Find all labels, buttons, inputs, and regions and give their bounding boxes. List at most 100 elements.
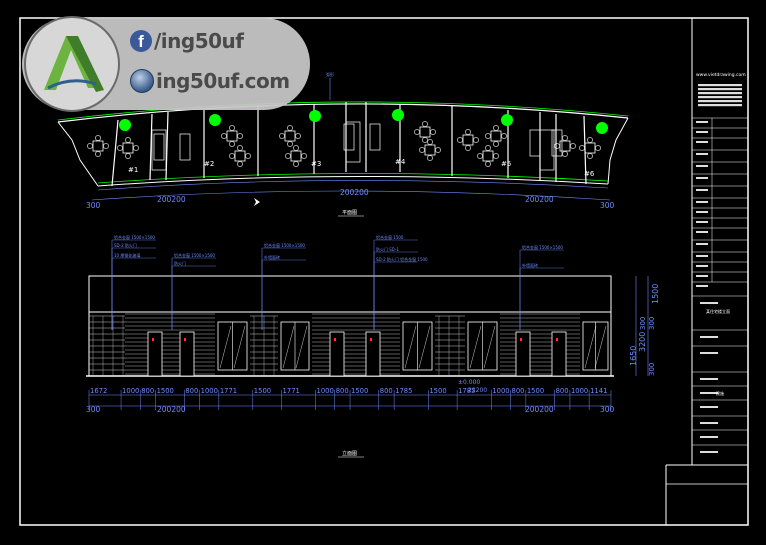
plan-table [424,144,436,156]
dim-label: 800 [556,387,569,395]
triangle-logo-icon [24,16,120,112]
plan-chair [562,135,568,141]
callout-text: 防火门 [174,260,186,266]
title-block-row-text [696,201,708,203]
plan-chair [229,141,235,147]
plan-top-note: 弧形 [326,71,334,77]
plan-table [226,130,238,142]
plan-chair [427,155,433,161]
watermark-facebook-line[interactable]: f /ing50uf [130,26,244,56]
plant-icon [209,114,221,126]
dim-label: 1500 [429,387,446,395]
plan-plants [119,109,608,134]
elev-right-dim: 300 [639,317,647,330]
dim-label: 1141 [590,387,607,395]
plan-desk [551,129,563,157]
elevation-title: 立面图 [342,450,357,457]
plan-room-tags: #1 #2 #3 #4 #5 #6 [128,158,595,178]
plan-chair [485,161,491,167]
plan-dimensions: 300 200200 200200 200200 300 [86,180,615,210]
title-block-row-text [696,265,708,267]
title-block-row-text [696,121,708,123]
elev-center-mark: ±0.000 [458,379,480,386]
plan-chair [293,145,299,151]
plan-door-frame [151,129,167,171]
title-block-row-text [700,336,718,338]
plant-icon [392,109,404,121]
watermark-website-line[interactable]: ing50uf.com [130,66,290,96]
plan-chair [570,143,576,149]
title-block-row-text [700,378,718,380]
plan-chair [87,143,93,149]
dim-label: 800 [141,387,154,395]
elevation-door [179,331,195,377]
elevation-door [551,331,567,377]
dim-label: 800 [380,387,393,395]
plan-door-frame [345,121,361,163]
elev-right-dim: 300 [648,317,656,330]
plan-desk [529,129,541,157]
sheet-border [19,17,749,526]
plan-chair [237,161,243,167]
title-block-row-text [696,131,708,133]
globe-icon [130,69,154,93]
elevation-callouts: 铝合金窗 1500×1500SD-2 防火门10 厚钢化玻璃铝合金窗 1500×… [111,234,564,330]
door-sign [520,338,522,341]
plan-chair [422,121,428,127]
plan-table [290,150,302,162]
watermark-facebook-handle: /ing50uf [154,29,244,53]
title-block-text-bars [698,84,742,107]
elev-right-dim: 3200 [638,332,647,352]
plan-left-edge [57,121,99,187]
callout-text: 铝合金窗 1500 [376,234,404,240]
plan-chair [414,129,420,135]
plan-chair [287,141,293,147]
title-block-row-text [696,255,708,257]
plan-outer-arc [57,103,629,123]
glass-hatch [584,325,597,369]
dim-label: 1000 [492,387,509,395]
title-block-row-text [696,231,708,233]
dim-label: 1785 [395,387,412,395]
plan-table [482,150,494,162]
glass-hatch [483,325,496,369]
dim-label: 800 [185,387,198,395]
plan-dim-center: 200200 [340,188,369,197]
door-sign [152,338,154,341]
elev-dim-center: 200200 [157,405,186,414]
plan-table [462,134,474,146]
plan-dim-left: 300 [86,201,101,210]
title-block-row-text [696,153,708,155]
dim-label: 1000 [317,387,334,395]
door-sign [184,338,186,341]
plan-chair [477,153,483,159]
plan-chair [237,133,243,139]
title-block-row-text [700,406,718,408]
plan-chair [501,133,507,139]
plan-chair [493,153,499,159]
title-block-row-text [696,221,708,223]
plan-chair [430,129,436,135]
plan-dim-center-right: 200200 [525,195,554,204]
plan-chair [103,143,109,149]
plan-table [490,130,502,142]
plan-chair [295,133,301,139]
plan-chair [493,125,499,131]
title-block-row-text [700,352,718,354]
elevation-door [365,331,381,377]
title-block-row-text [696,141,708,143]
door-sign [334,338,336,341]
plan-chair [95,135,101,141]
room-tag: #4 [395,158,406,166]
plan-chair [95,151,101,157]
plan-chair [285,153,291,159]
plan-chair [125,137,131,143]
north-arrow-icon [254,198,260,206]
glass-hatch [469,325,482,369]
title-block-row-text [696,177,708,179]
door-sign [556,338,558,341]
plan-chair [435,147,441,153]
elevation-door [147,331,163,377]
